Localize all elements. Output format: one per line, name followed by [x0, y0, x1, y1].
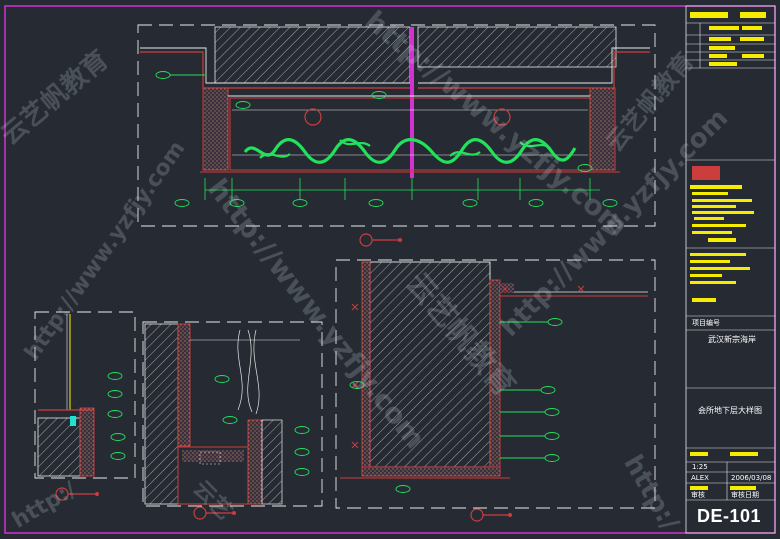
checker-label: 审核 [691, 491, 705, 499]
title-block-grid [686, 22, 775, 501]
dimension-lines-top [204, 178, 600, 200]
middle-wall-hatch [144, 323, 179, 505]
check-date-label: 审核日期 [731, 491, 759, 499]
scale-value: 1:25 [692, 463, 708, 471]
ceiling-slab-right [417, 26, 617, 68]
column-section-detail [335, 259, 656, 522]
logo-mark [692, 166, 720, 180]
designer-name: ALEX [691, 474, 709, 482]
column-base [361, 466, 501, 477]
top-detail-viewport [137, 24, 656, 227]
feature-panel [229, 97, 591, 171]
cabinet-section-detail [142, 321, 323, 520]
project-number-label: 项目编号 [692, 319, 720, 327]
floral-ornament-2 [259, 139, 551, 159]
spotlight-left [304, 108, 322, 126]
drawing-title: 会所地下层大样图 [698, 406, 762, 415]
section-marker-top [359, 233, 402, 247]
spotlight-right [493, 108, 511, 126]
small-detail-viewport [34, 311, 136, 479]
small-wall-band [79, 407, 95, 477]
wall-column-left [202, 87, 229, 171]
title-block-frame [685, 5, 776, 534]
decor-curves [237, 329, 260, 415]
middle-wall-finish [177, 323, 191, 447]
small-corner-detail [34, 311, 136, 501]
ceiling-outline-left [140, 47, 410, 84]
right-detail-viewport [335, 259, 656, 509]
ceiling-finish-left [140, 51, 410, 89]
wall-column-right [589, 87, 616, 171]
ceiling-slab-left [214, 26, 411, 84]
project-name: 武汉新宗海岸 [708, 335, 756, 344]
sheet-number: DE-101 [697, 506, 762, 526]
floral-ornament [243, 138, 577, 164]
column-wall-left [361, 261, 371, 475]
cabinet-side-wall [247, 419, 263, 505]
title-block-highlights [690, 12, 766, 490]
drawing-date: 2006/03/08 [731, 474, 772, 482]
column-wall-right [489, 279, 501, 475]
small-slab [37, 417, 81, 477]
leader-tags-top [155, 71, 618, 207]
column-hatch [369, 261, 491, 468]
top-elevation-detail [137, 24, 656, 247]
ceiling-outline-right [418, 47, 650, 84]
middle-detail-viewport [142, 321, 323, 507]
ceiling-finish-right [418, 51, 650, 89]
